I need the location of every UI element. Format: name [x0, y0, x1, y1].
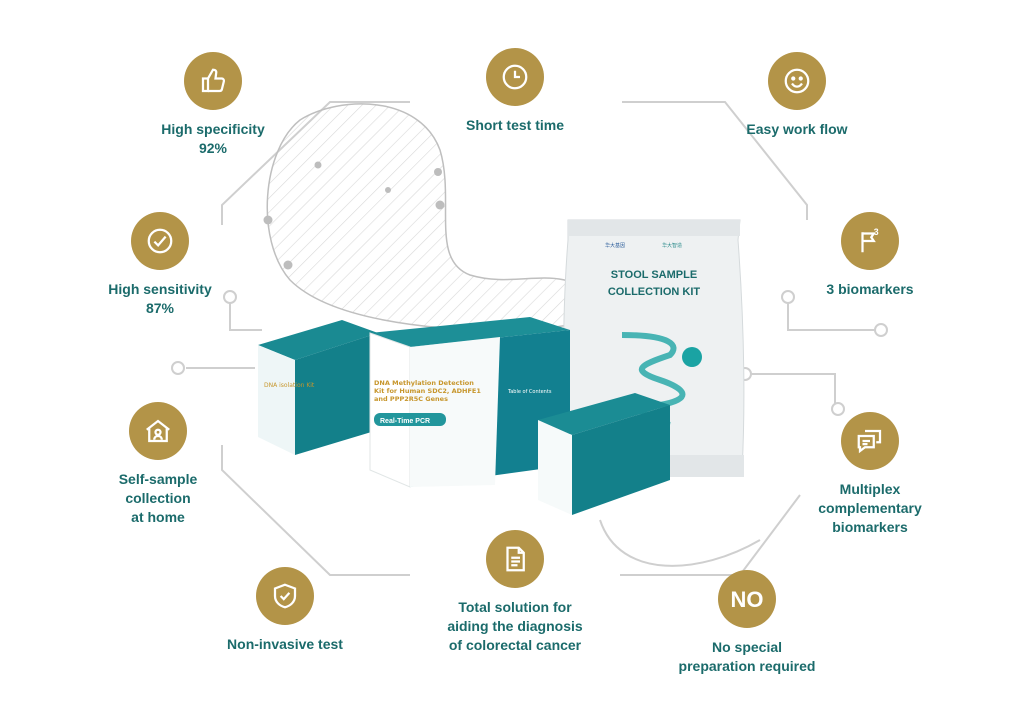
feature-easy-work-flow: Easy work flow: [722, 52, 872, 139]
feature-label: No special preparation required: [678, 639, 816, 674]
feature-label: 3 biomarkers: [826, 281, 914, 297]
feature-label: Multiplex complementary biomarkers: [818, 481, 922, 535]
main-kit-box: Real-Time PCR: [369, 317, 570, 488]
feature-no-preparation: NO No special preparation required: [672, 570, 822, 676]
svg-text:3: 3: [874, 227, 879, 237]
thumbs-up-icon: [184, 52, 242, 110]
smile-icon: [768, 52, 826, 110]
shield-check-icon: [256, 567, 314, 625]
main-box-badge: Real-Time PCR: [380, 418, 430, 425]
feature-high-specificity: High specificity 92%: [148, 52, 278, 158]
svg-text:华大智造: 华大智造: [662, 242, 682, 249]
feature-non-invasive: Non-invasive test: [210, 567, 360, 654]
chat-bubbles-icon: [841, 412, 899, 470]
feature-short-test-time: Short test time: [450, 48, 580, 135]
feature-label: High specificity 92%: [161, 121, 265, 156]
home-user-icon: [129, 402, 187, 460]
feature-total-solution: Total solution for aiding the diagnosis …: [430, 530, 600, 655]
main-box-title-line1: DNA Methylation Detection: [374, 379, 474, 387]
dna-isolation-box: DNA isolation Kit: [258, 320, 378, 455]
feature-3-biomarkers: 3 3 biomarkers: [805, 212, 935, 299]
feature-label: Total solution for aiding the diagnosis …: [447, 599, 583, 653]
small-kit-box: [538, 393, 670, 515]
feature-multiplex: Multiplex complementary biomarkers: [800, 412, 940, 537]
flag-icon: 3: [841, 212, 899, 270]
feature-self-sample: Self-sample collection at home: [88, 402, 228, 527]
pouch-title-line1: STOOL SAMPLE: [611, 269, 697, 281]
clock-icon: [486, 48, 544, 106]
feature-label: Self-sample collection at home: [118, 471, 198, 525]
main-box-side-label: Table of Contents: [507, 389, 552, 395]
product-kits-illustration: 华大基因 华大智造 DNA isolation Kit Real-Time PC…: [258, 219, 745, 515]
feature-high-sensitivity: High sensitivity 87%: [90, 212, 230, 318]
main-box-title-line3: and PPP2R5C Genes: [374, 395, 448, 403]
svg-text:华大基因: 华大基因: [605, 242, 625, 249]
check-circle-icon: [131, 212, 189, 270]
feature-label: Easy work flow: [746, 121, 848, 137]
feature-label: High sensitivity 87%: [108, 281, 212, 316]
document-icon: [486, 530, 544, 588]
feature-label: Short test time: [465, 117, 564, 133]
pouch-title-line2: COLLECTION KIT: [608, 286, 701, 298]
svg-text:DNA isolation Kit: DNA isolation Kit: [264, 382, 315, 389]
no-badge-icon: NO: [718, 570, 776, 628]
main-box-title-line2: Kit for Human SDC2, ADHFE1: [374, 387, 481, 395]
no-badge-text: NO: [730, 586, 764, 612]
feature-label: Non-invasive test: [227, 636, 343, 652]
